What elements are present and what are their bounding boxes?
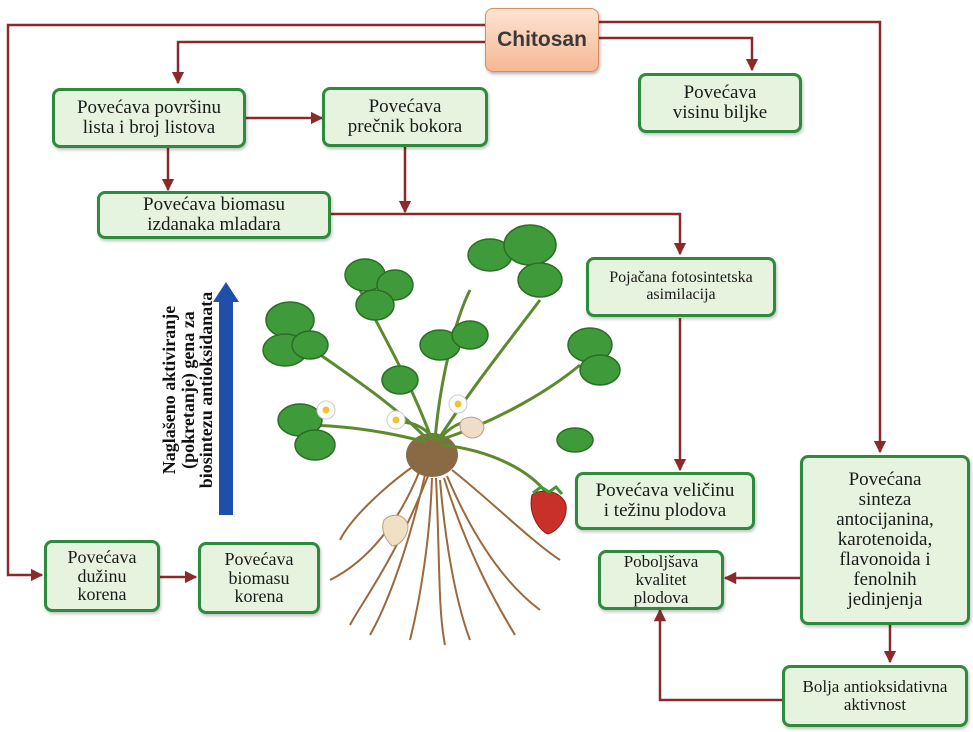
node-shoot-biomass: Povećava biomasu izdanaka mladara — [97, 191, 331, 239]
node-anthocyanin-label: Povećana sinteza antocijanina, karotenoi… — [836, 469, 934, 610]
node-root-biomass: Povećava biomasu korena — [198, 542, 320, 614]
node-root-biomass-label: Povećava biomasu korena — [224, 548, 294, 607]
node-root-length: Povećava dužinu korena — [44, 540, 160, 612]
node-leaf-area: Povećava površinu lista i broj listova — [52, 88, 246, 148]
node-leaf-area-label: Povećava površinu lista i broj listova — [76, 97, 222, 138]
node-plant-height-label: Povećava visinu biljke — [672, 82, 768, 123]
antioxidant-gene-activation-label: Naglašeno aktiviranje (pokretanje) gena … — [158, 291, 217, 489]
chitosan-label: Chitosan — [497, 28, 587, 51]
node-fruit-size: Povećava veličinu i težinu plodova — [575, 472, 755, 530]
node-shoot-biomass-label: Povećava biomasu izdanaka mladara — [143, 194, 285, 235]
node-fruit-quality-label: Poboljšava kvalitet plodova — [623, 552, 699, 607]
node-photosynthesis: Pojačana fotosintetska asimilacija — [586, 257, 776, 317]
node-anthocyanin: Povećana sinteza antocijanina, karotenoi… — [800, 455, 970, 625]
node-crown-diameter-label: Povećava prečnik bokora — [347, 96, 463, 137]
node-antioxidant: Bolja antioksidativna aktivnost — [782, 665, 968, 727]
node-plant-height: Povećava visinu biljke — [638, 73, 802, 133]
node-photosynthesis-label: Pojačana fotosintetska asimilacija — [609, 269, 753, 303]
chitosan-box: Chitosan — [485, 8, 599, 72]
node-antioxidant-label: Bolja antioksidativna aktivnost — [802, 677, 948, 714]
node-crown-diameter: Povećava prečnik bokora — [322, 87, 488, 147]
node-root-length-label: Povećava dužinu korena — [67, 546, 137, 605]
strawberry-plant-illustration — [262, 224, 621, 646]
up-arrow-icon — [213, 282, 239, 515]
node-fruit-quality: Poboljšava kvalitet plodova — [598, 550, 724, 610]
node-fruit-size-label: Povećava veličinu i težinu plodova — [595, 480, 735, 521]
